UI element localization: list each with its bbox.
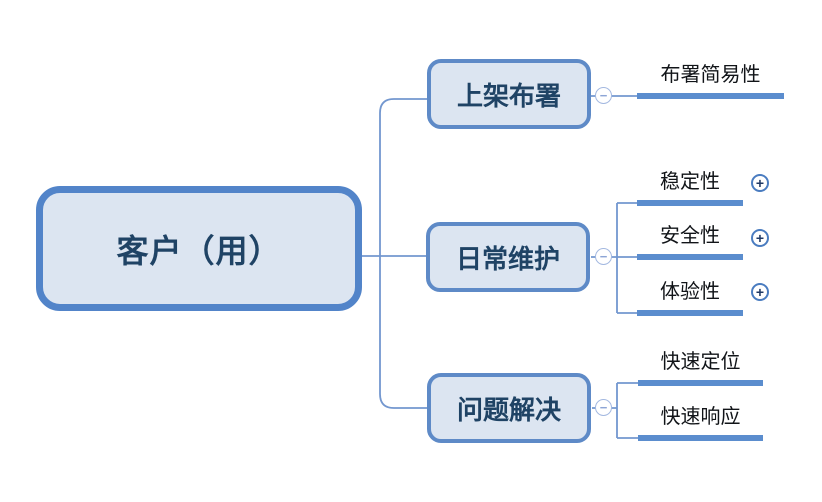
leaf-node-experience[interactable]: 体验性 bbox=[637, 279, 743, 316]
leaf-node-quick-locate[interactable]: 快速定位 bbox=[638, 349, 763, 386]
leaf-label: 快速响应 bbox=[660, 406, 741, 428]
minus-glyph: − bbox=[599, 249, 608, 264]
plus-glyph: + bbox=[755, 284, 765, 300]
branch-maintain-child-connector bbox=[591, 202, 639, 314]
leaf-label: 稳定性 bbox=[660, 171, 720, 193]
expand-plus-icon[interactable]: + bbox=[751, 229, 769, 247]
leaf-label: 体验性 bbox=[660, 281, 720, 303]
collapse-minus-icon[interactable]: − bbox=[595, 399, 612, 416]
collapse-minus-icon[interactable]: − bbox=[595, 248, 612, 265]
leaf-node-security[interactable]: 安全性 bbox=[637, 223, 743, 260]
leaf-node-quick-response[interactable]: 快速响应 bbox=[638, 404, 763, 441]
expand-plus-icon[interactable]: + bbox=[751, 174, 769, 192]
minus-glyph: − bbox=[599, 400, 608, 415]
branch-node-label: 上架布署 bbox=[456, 80, 561, 111]
root-node-label: 客户（用） bbox=[116, 232, 282, 269]
branch-node-maintain[interactable]: 日常维护 bbox=[426, 222, 590, 292]
minus-glyph: − bbox=[599, 88, 608, 103]
branch-node-label: 日常维护 bbox=[455, 243, 560, 274]
leaf-label: 快速定位 bbox=[660, 351, 741, 373]
branch-node-solve[interactable]: 问题解决 bbox=[427, 373, 591, 443]
expand-plus-icon[interactable]: + bbox=[751, 283, 769, 301]
branch-node-deploy[interactable]: 上架布署 bbox=[427, 59, 591, 129]
plus-glyph: + bbox=[755, 230, 765, 246]
trunk-connector bbox=[362, 98, 427, 409]
leaf-node-deploy-ease[interactable]: 布署简易性 bbox=[637, 62, 784, 99]
branch-node-label: 问题解决 bbox=[456, 394, 561, 425]
leaf-label: 安全性 bbox=[660, 225, 720, 247]
leaf-node-stability[interactable]: 稳定性 bbox=[637, 169, 743, 206]
plus-glyph: + bbox=[755, 175, 765, 191]
root-node-customer[interactable]: 客户（用） bbox=[36, 186, 362, 311]
collapse-minus-icon[interactable]: − bbox=[595, 87, 612, 104]
leaf-label: 布署简易性 bbox=[660, 64, 761, 86]
